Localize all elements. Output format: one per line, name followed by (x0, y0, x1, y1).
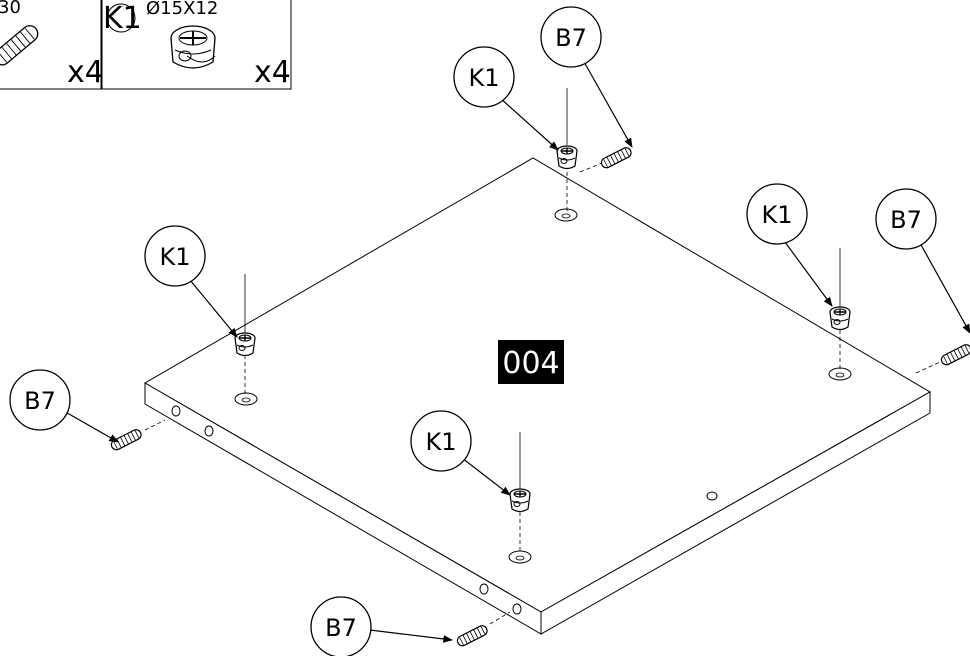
cam-hole (554, 208, 578, 222)
cam-lock-code: K1 (103, 1, 142, 36)
callout-label: B7 (555, 24, 587, 52)
callout-b7-left: B7 (9, 369, 71, 431)
callout-k1-back: K1 (453, 46, 515, 108)
callout-label: B7 (325, 614, 357, 642)
callout-label: K1 (761, 201, 792, 229)
dowel-right (915, 342, 970, 374)
callout-b7-back: B7 (540, 6, 602, 68)
dowel-left (109, 419, 166, 453)
callout-k1-right: K1 (746, 183, 808, 245)
callout-label: K1 (425, 428, 456, 456)
dowel-quantity: x4 (67, 55, 104, 90)
dowel-icon (0, 25, 39, 66)
edge-hole (204, 425, 214, 437)
edge-hole (171, 405, 181, 417)
edge-hole (512, 603, 522, 615)
panel-top-face (144, 157, 931, 613)
cam-hole (234, 392, 258, 406)
panel-label: 004 (502, 346, 559, 381)
panel: 004 (144, 157, 931, 635)
callout-k1-front: K1 (410, 410, 472, 472)
cam-lock-icon (170, 25, 216, 69)
callout-k1-left: K1 (144, 225, 206, 287)
dowel-front (455, 611, 511, 649)
callout-label: B7 (24, 387, 56, 415)
callout-leaders (61, 59, 970, 643)
cam-lock-right (829, 248, 851, 371)
callout-b7-front: B7 (310, 596, 372, 656)
panel-right-edge (540, 391, 931, 635)
dowel-back (579, 145, 634, 173)
panel-label-box (498, 340, 564, 384)
cam-lock-front (509, 432, 531, 554)
cam-lock-size: Ø15X12 (146, 0, 218, 19)
callout-label: K1 (468, 64, 499, 92)
edge-hole (479, 583, 489, 595)
parts-box: 30 x4 K1 Ø15X12 x4 (0, 0, 292, 90)
callout-b7-right: B7 (875, 188, 937, 250)
edge-hole (706, 491, 718, 501)
callout-label: K1 (159, 243, 190, 271)
cam-lock-quantity: x4 (254, 55, 291, 90)
cam-lock-back (556, 88, 578, 212)
cam-lock-left (234, 274, 256, 396)
dowel-size-label: 30 (0, 0, 21, 18)
callout-label: B7 (890, 206, 922, 234)
